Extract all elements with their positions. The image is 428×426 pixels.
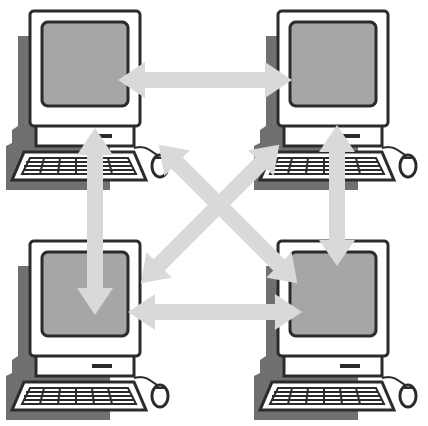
double-arrow-icon xyxy=(118,62,292,98)
double-arrow-icon xyxy=(128,294,302,330)
double-arrow-icon xyxy=(319,125,355,266)
